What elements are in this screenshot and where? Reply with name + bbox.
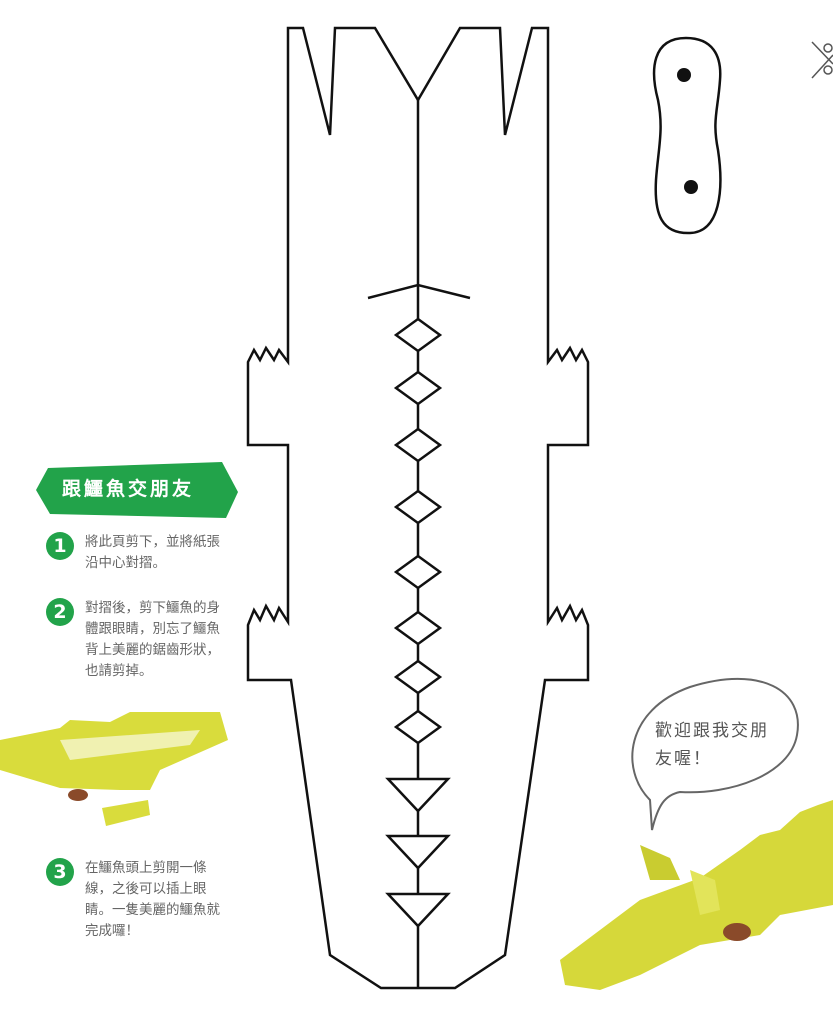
step-number: 2 (46, 598, 74, 626)
crocodile-photo-right (560, 800, 833, 990)
crocodile-body-outline (246, 26, 590, 990)
spine-diamond (393, 659, 443, 695)
spine-diamond (393, 489, 443, 525)
spine-diamond (393, 554, 443, 590)
step-number: 3 (46, 858, 74, 886)
spine-diamond (393, 709, 443, 745)
speech-bubble-text: 歡迎跟我交朋友喔！ (655, 721, 769, 769)
eye-dot (677, 68, 691, 82)
crocodile-photo-left (0, 712, 228, 826)
title-banner (36, 462, 238, 518)
step-text: 在鱷魚頭上剪開一條線，之後可以插上眼睛。一隻美麗的鱷魚就完成囉！ (85, 860, 220, 939)
spine-triangle (385, 777, 451, 813)
spine-diamond (393, 370, 443, 406)
scissors-icon (811, 41, 833, 79)
head-cut-line (367, 283, 471, 300)
spine-triangle (385, 892, 451, 928)
spine-diamond (393, 317, 443, 353)
step-text: 對摺後，剪下鱷魚的身體跟眼睛，別忘了鱷魚背上美麗的鋸齒形狀，也請剪掉。 (85, 600, 220, 679)
spine-diamond (393, 610, 443, 646)
eye-piece-outline (652, 36, 722, 235)
step-2: 2 對摺後，剪下鱷魚的身體跟眼睛，別忘了鱷魚背上美麗的鋸齒形狀，也請剪掉。 (46, 598, 225, 682)
eye-dot (684, 180, 698, 194)
spine-diamond (393, 427, 443, 463)
speech-bubble (631, 678, 799, 831)
spine-triangle (385, 834, 451, 870)
step-1: 1 將此頁剪下，並將紙張沿中心對摺。 (46, 532, 225, 574)
step-text: 將此頁剪下，並將紙張沿中心對摺。 (85, 534, 220, 571)
step-number: 1 (46, 532, 74, 560)
step-3: 3 在鱷魚頭上剪開一條線，之後可以插上眼睛。一隻美麗的鱷魚就完成囉！ (46, 858, 225, 942)
page-title: 跟鱷魚交朋友 (62, 478, 195, 500)
